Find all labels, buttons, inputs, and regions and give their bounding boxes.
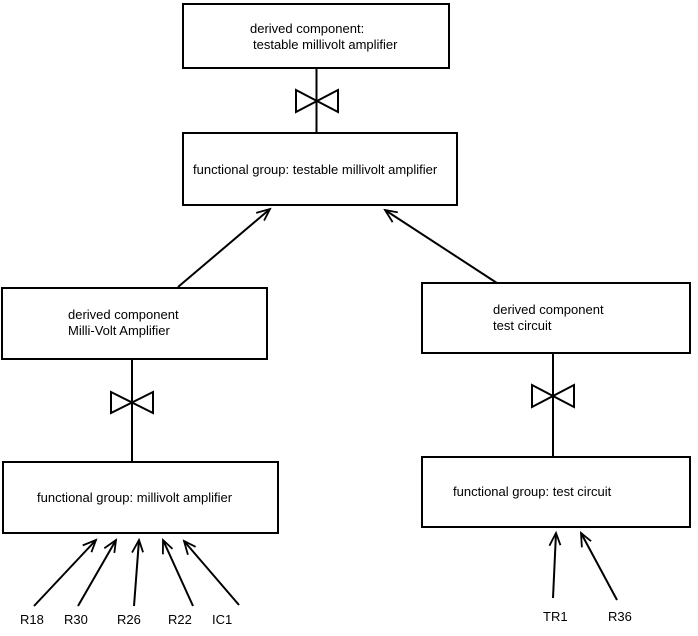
bowtie-icon-left <box>110 390 154 415</box>
arrow-r18-to-left-functional <box>33 540 96 607</box>
node-left-derived-box <box>1 287 268 360</box>
node-top-functional-group: functional group: testable millivolt amp… <box>182 132 458 206</box>
node-top-functional-label: functional group: testable millivolt amp… <box>193 162 438 177</box>
arrow-r22-to-left-functional <box>163 540 194 607</box>
bowtie-icon-top <box>295 88 339 114</box>
arrow-left-derived-to-top-functional <box>177 209 270 288</box>
leaf-label-r26: R26 <box>117 612 141 627</box>
node-top-functional-box <box>182 132 458 206</box>
leaf-label-r22: R22 <box>168 612 192 627</box>
node-left-derived-label-line2: Milli-Volt Amplifier <box>68 323 171 338</box>
arrow-r26-to-left-functional <box>134 540 139 607</box>
leaf-label-tr1: TR1 <box>543 609 568 624</box>
arrow-ic1-to-left-functional <box>184 541 240 606</box>
node-right-derived-box <box>421 282 691 354</box>
node-left-functional-box <box>2 461 279 534</box>
node-left-derived-component: derived component Milli-Volt Amplifier <box>1 287 268 360</box>
node-top-derived-component: derived component: testable millivolt am… <box>182 3 450 69</box>
node-top-derived-label-line1: derived component: <box>250 21 364 36</box>
leaf-label-r30: R30 <box>64 612 88 627</box>
node-top-derived-label-line2: testable millivolt amplifier <box>253 37 398 52</box>
arrow-right-derived-to-top-functional <box>385 210 501 286</box>
node-left-functional-group: functional group: millivolt amplifier <box>2 461 279 534</box>
node-left-derived-label-line1: derived component <box>68 307 179 322</box>
arrow-tr1-to-right-functional <box>553 533 556 599</box>
bowtie-icon-right <box>531 383 575 409</box>
node-right-derived-label-line2: test circuit <box>493 318 552 333</box>
node-top-derived-box <box>182 3 450 69</box>
arrow-r30-to-left-functional <box>77 540 116 607</box>
leaf-label-r36: R36 <box>608 609 632 624</box>
node-right-functional-box <box>421 456 691 528</box>
node-right-functional-label: functional group: test circuit <box>453 484 612 499</box>
node-right-functional-group: functional group: test circuit <box>421 456 691 528</box>
node-right-derived-component: derived component test circuit <box>421 282 691 354</box>
leaf-label-ic1: IC1 <box>212 612 232 627</box>
leaf-label-r18: R18 <box>20 612 44 627</box>
arrow-r36-to-right-functional <box>581 533 618 601</box>
node-left-functional-label: functional group: millivolt amplifier <box>37 490 233 505</box>
node-right-derived-label-line1: derived component <box>493 302 604 317</box>
